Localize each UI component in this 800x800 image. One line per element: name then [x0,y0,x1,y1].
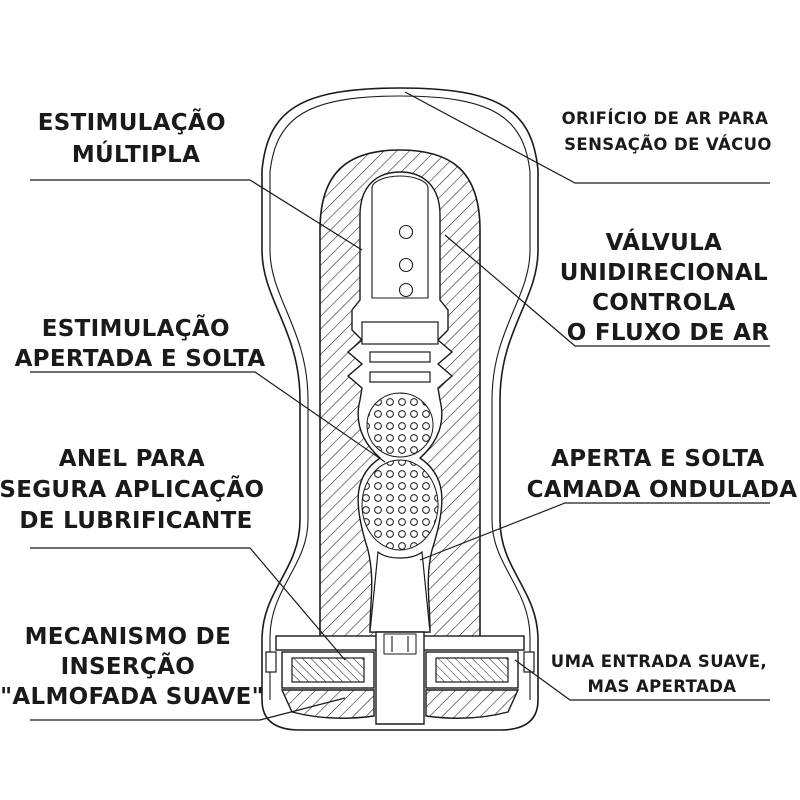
label-soft-cushion: MECANISMO DE INSERÇÃO "ALMOFADA SUAVE" [0,624,264,710]
label-lube-ring: ANEL PARA SEGURA APLICAÇÃO DE LUBRIFICAN… [0,446,273,534]
upper-chamber [371,175,429,299]
label-multi-stimulation: ESTIMULAÇÃO MÚLTIPLA [38,108,234,168]
cushion-left [291,657,365,683]
entry-opening [375,631,425,725]
rib-block [369,351,431,363]
label-valve: VÁLVULA UNIDIRECIONAL CONTROLA O FLUXO D… [560,228,776,346]
air-dot [398,282,414,298]
air-dot [398,224,414,240]
leader-air-hole [404,91,770,184]
outer-case [261,87,539,731]
dotted-zone-lower [361,459,439,551]
leader-soft-cushion [30,697,346,721]
label-air-hole: ORIFÍCIO DE AR PARA SENSAÇÃO DE VÁCUO [562,109,775,154]
air-dot [398,257,414,273]
label-tight-loose: ESTIMULAÇÃO APERTADA E SOLTA [15,314,266,372]
leader-multi-stimulation [30,179,363,251]
outer-case-inner-line [269,95,401,700]
base-lower [280,689,375,719]
outer-case-inner-line-right [399,95,531,700]
rib-block [369,371,431,383]
leader-valve [444,234,770,347]
leader-smooth-entry [514,659,770,701]
leader-wavy-layer [419,502,770,561]
leader-lube-ring [30,547,346,661]
dotted-zone-upper [366,392,434,458]
canal-lower [369,550,431,633]
label-smooth-entry: UMA ENTRADA SUAVE, MAS APERTADA [551,652,773,696]
rib-block [361,321,439,345]
label-wavy-layer: APERTA E SOLTA CAMADA ONDULADA [527,446,798,503]
side-clip-right [523,651,535,673]
side-clip-left [265,651,277,673]
base-lower-right [425,689,520,719]
cushion-right [435,657,509,683]
leader-tight-loose [30,371,386,463]
